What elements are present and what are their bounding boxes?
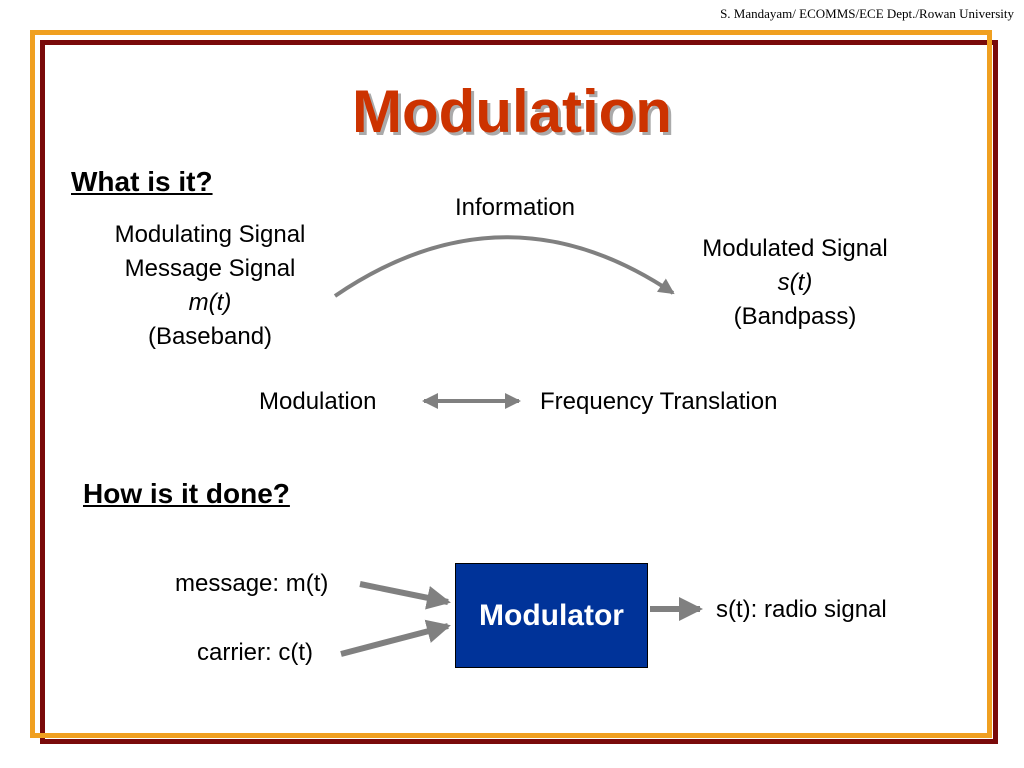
how-is-it-done-heading: How is it done? — [83, 478, 290, 509]
slide-title: Modulation — [352, 78, 672, 145]
slide-frame-outer — [40, 40, 998, 744]
message-input-arrow — [359, 581, 451, 610]
slide-frame-inner — [30, 30, 992, 738]
modulated-signal-label: Modulated Signal — [702, 235, 888, 262]
what-is-it-heading: What is it? — [71, 166, 213, 197]
information-arc-arrow — [333, 235, 675, 298]
message-signal-label: Message Signal — [124, 255, 296, 282]
baseband-description: Modulating Signal Message Signal m(t) (B… — [70, 218, 350, 354]
information-label: Information — [454, 194, 576, 221]
carrier-input-label: carrier: c(t) — [197, 639, 313, 666]
baseband-label: (Baseband) — [147, 323, 273, 350]
modulator-label: Modulator — [479, 598, 624, 632]
radio-signal-output-label: s(t): radio signal — [716, 596, 887, 623]
modulator-block: Modulator — [455, 563, 648, 668]
carrier-input-arrow — [340, 619, 451, 657]
modulation-term: Modulation — [259, 388, 377, 415]
m-t-label: m(t) — [188, 289, 232, 316]
frequency-translation-term: Frequency Translation — [540, 388, 778, 415]
slide-credit: S. Mandayam/ ECOMMS/ECE Dept./Rowan Univ… — [720, 6, 1014, 21]
bandpass-label: (Bandpass) — [733, 303, 857, 330]
modulating-signal-label: Modulating Signal — [114, 221, 306, 248]
message-input-label: message: m(t) — [175, 570, 329, 597]
bandpass-description: Modulated Signal s(t) (Bandpass) — [665, 232, 925, 334]
s-t-label: s(t) — [777, 269, 813, 296]
